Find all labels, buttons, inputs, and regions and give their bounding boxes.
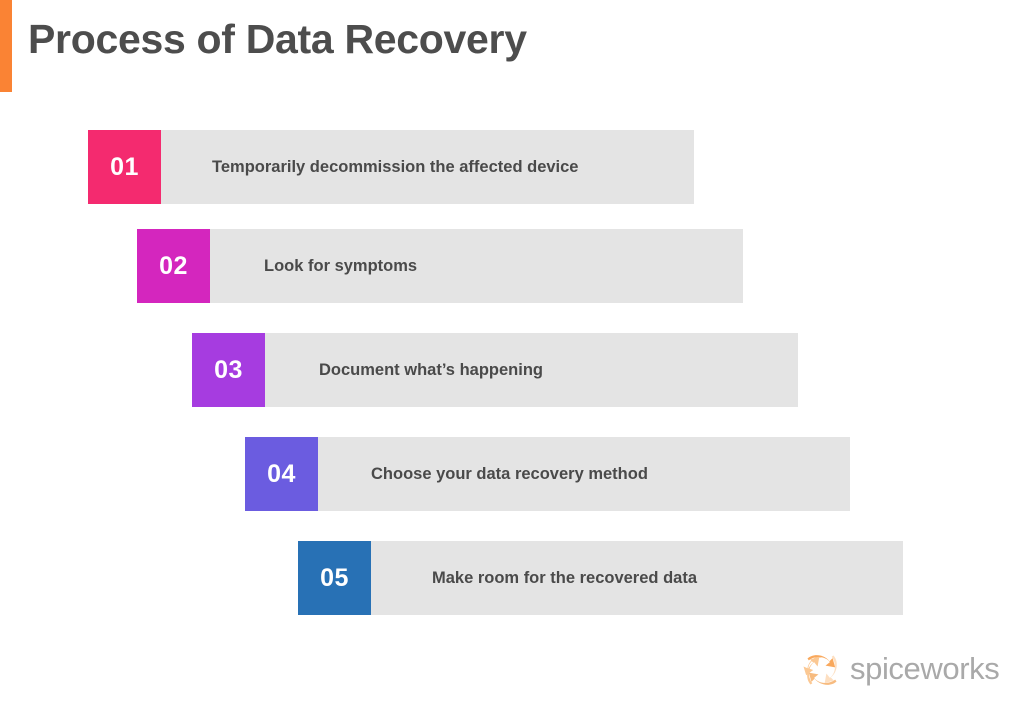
step-bar: Temporarily decommission the affected de… <box>161 130 694 204</box>
title-accent-bar <box>0 0 12 92</box>
step-row: 02 Look for symptoms <box>137 229 743 303</box>
step-label: Look for symptoms <box>264 256 418 275</box>
step-row: 03 Document what’s happening <box>192 333 798 407</box>
step-row: 05 Make room for the recovered data <box>298 541 903 615</box>
step-bar: Choose your data recovery method <box>318 437 850 511</box>
step-label: Make room for the recovered data <box>432 568 697 587</box>
step-label: Document what’s happening <box>319 360 543 379</box>
step-bar: Look for symptoms <box>210 229 743 303</box>
step-label: Temporarily decommission the affected de… <box>212 157 579 176</box>
step-number-badge: 03 <box>192 333 265 407</box>
step-number-badge: 05 <box>298 541 371 615</box>
step-label: Choose your data recovery method <box>371 464 648 483</box>
spiceworks-logo-text: spiceworks <box>850 651 1000 686</box>
step-number-badge: 02 <box>137 229 210 303</box>
spiceworks-logo: spiceworks <box>800 648 1000 692</box>
step-row: 04 Choose your data recovery method <box>245 437 850 511</box>
step-bar: Make room for the recovered data <box>371 541 903 615</box>
step-row: 01 Temporarily decommission the affected … <box>88 130 694 204</box>
spiceworks-swirl-icon <box>803 655 837 685</box>
page-title: Process of Data Recovery <box>28 16 527 62</box>
step-bar: Document what’s happening <box>265 333 798 407</box>
step-number-badge: 04 <box>245 437 318 511</box>
step-number-badge: 01 <box>88 130 161 204</box>
